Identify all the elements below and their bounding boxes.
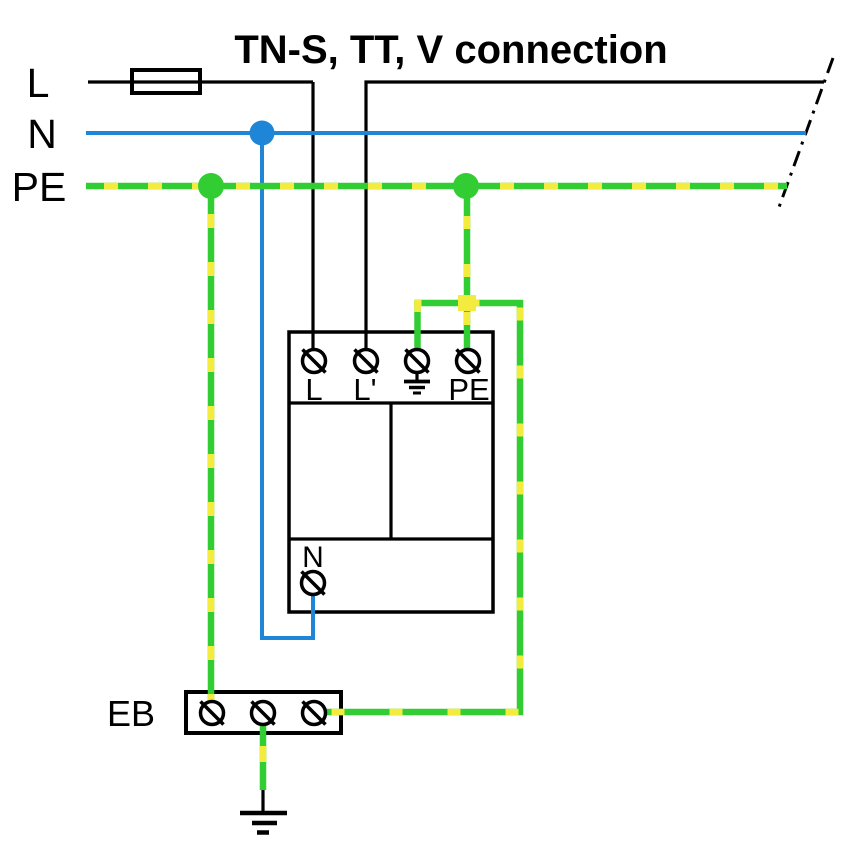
protective-earth-wiring (86, 173, 787, 790)
terminal-pe-label: PE (448, 372, 489, 407)
terminal-l-label: L (305, 372, 322, 407)
main-ground-symbol-icon (240, 790, 287, 835)
spd-device-box (287, 330, 495, 614)
n-terminal-wire (260, 133, 315, 640)
pe-junction-dot-left (198, 173, 224, 199)
spd-device-outline (287, 330, 495, 614)
terminal-l-prime-icon (352, 347, 380, 375)
terminal-l-prime-label: L' (353, 372, 376, 407)
neutral-conductor-wiring (86, 120, 806, 640)
fuse-icon (130, 68, 202, 95)
terminal-earth-icon (403, 347, 431, 375)
l-bus-label: L (27, 60, 50, 106)
terminal-l-icon (300, 347, 328, 375)
terminal-n-label: N (302, 541, 324, 574)
device-earth-symbol-icon (404, 372, 430, 395)
eb-terminal-2-icon (249, 699, 277, 727)
diagram-title: TN-S, TT, V connection (234, 28, 667, 72)
equipotential-bar-terminals (198, 699, 328, 727)
terminal-pe-icon (454, 347, 482, 375)
n-bus-label: N (27, 111, 57, 157)
n-junction-dot (249, 120, 275, 146)
eb-terminal-1-icon (198, 699, 226, 727)
equipotential-bar-label: EB (107, 693, 155, 734)
pe-junction-dot-right (453, 173, 479, 199)
pe-junction-yellow-patch (458, 295, 476, 311)
eb-terminal-3-icon (300, 699, 328, 727)
pe-bus-label: PE (12, 164, 67, 210)
terminal-n-icon (299, 569, 327, 597)
l-prime-return-wire (364, 80, 824, 350)
pe-loop-to-eb-yellow-dashes (325, 299, 524, 716)
